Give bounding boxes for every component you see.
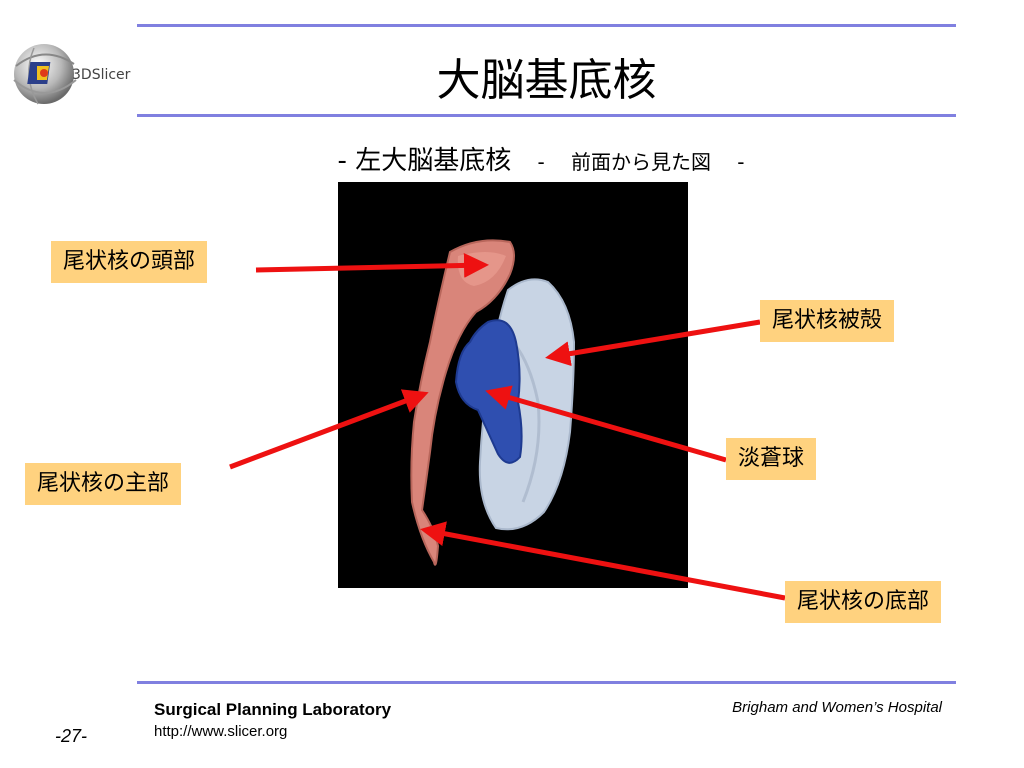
footer-lab-name: Surgical Planning Laboratory (154, 700, 392, 719)
top-rule (137, 24, 956, 27)
subtitle-dash: - (737, 150, 745, 174)
basal-ganglia-figure (410, 239, 576, 566)
footer-rule (137, 681, 956, 684)
label-putamen: 尾状核被殻 (760, 300, 895, 342)
basal-ganglia-render (338, 182, 688, 588)
label-globus-pallidus: 淡蒼球 (726, 438, 817, 480)
label-caudate-tail: 尾状核の底部 (785, 581, 942, 623)
subtitle: - 左大脳基底核 - 前面から見た図 - (300, 140, 800, 177)
subtitle-dash: - (537, 150, 545, 174)
subtitle-view: 前面から見た図 (570, 150, 711, 174)
svg-text:3DSlicer: 3DSlicer (72, 67, 131, 83)
page-title: 大脳基底核 (436, 55, 657, 106)
label-caudate-body: 尾状核の主部 (25, 463, 182, 505)
label-caudate-head: 尾状核の頭部 (51, 241, 208, 283)
title-rule (137, 114, 956, 117)
footer-hospital: Brigham and Women’s Hospital (732, 699, 942, 716)
subtitle-main: 左大脳基底核 (355, 146, 512, 176)
page-number: -27- (55, 726, 88, 746)
footer-url: http://www.slicer.org (154, 723, 288, 740)
slicer-logo: 3DSlicer (4, 36, 154, 112)
subtitle-dash: - (337, 146, 347, 176)
slicer-logo-icon: 3DSlicer (13, 44, 131, 105)
